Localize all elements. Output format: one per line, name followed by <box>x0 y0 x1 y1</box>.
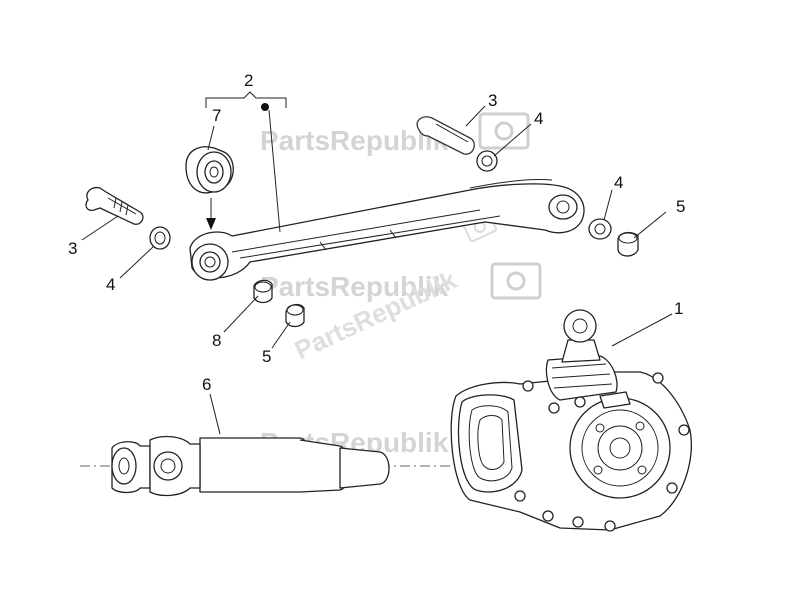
callout-5-right: 5 <box>676 197 685 216</box>
washer-top-right-part <box>476 150 498 172</box>
callout-4-top: 4 <box>534 109 543 128</box>
callout-7: 7 <box>212 106 221 125</box>
leader-lines <box>81 105 673 435</box>
nut-bottom-part <box>285 303 305 328</box>
bearing-part <box>185 146 234 230</box>
washer-left-part <box>149 226 171 250</box>
callout-6: 6 <box>202 375 211 394</box>
callout-4-right: 4 <box>614 173 623 192</box>
callout-3-bolt: 3 <box>68 239 77 258</box>
callout-2: 2 <box>244 71 253 90</box>
watermark-text-middle: PartsRepublik <box>260 271 449 302</box>
bolt-top-right-part <box>416 116 475 155</box>
callouts: 2 7 3 4 3 4 4 5 8 5 6 1 <box>68 71 685 394</box>
gear-flag-icon <box>490 262 542 300</box>
bracket-callout-2 <box>205 91 287 111</box>
callout-1: 1 <box>674 299 683 318</box>
callout-5-bottom: 5 <box>262 347 271 366</box>
callout-4-left: 4 <box>106 275 115 294</box>
drive-shaft-part <box>80 435 470 497</box>
watermark-text-top: PartsRepublik <box>260 125 449 156</box>
bolt-left-part <box>85 186 144 225</box>
callout-3-top: 3 <box>488 91 497 110</box>
gear-flag-icon <box>478 112 530 150</box>
callout-8: 8 <box>212 331 221 350</box>
bushing-bottom-part <box>253 279 273 304</box>
nut-right-part <box>617 231 639 257</box>
link-rod-part <box>189 178 585 281</box>
washer-right-part <box>588 218 612 240</box>
final-drive-housing-part <box>450 309 693 532</box>
